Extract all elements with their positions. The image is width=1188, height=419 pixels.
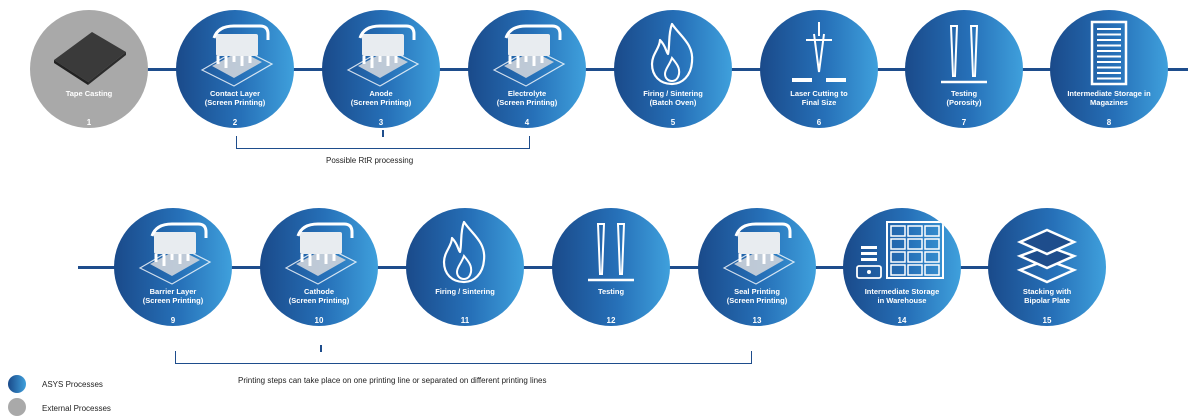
process-step-number: 7	[961, 118, 967, 127]
legend-external-label: External Processes	[42, 404, 111, 413]
process-step-number: 15	[1042, 316, 1052, 325]
screen-printer-icon	[698, 216, 816, 288]
rtr-bracket-tick	[382, 130, 384, 137]
process-step-number: 5	[670, 118, 676, 127]
process-step-label: Cathode (Screen Printing)	[288, 287, 350, 305]
warehouse-icon	[843, 216, 961, 288]
process-step-number: 8	[1106, 118, 1112, 127]
legend-asys-swatch	[8, 375, 26, 393]
printing-caption: Printing steps can take place on one pri…	[238, 376, 547, 385]
process-step-10: Cathode (Screen Printing) 10	[260, 208, 378, 326]
screen-printer-icon	[176, 18, 294, 90]
process-step-number: 10	[314, 316, 324, 325]
process-step-label: Laser Cutting to Final Size	[790, 89, 848, 107]
magazine-icon	[1050, 18, 1168, 90]
printing-bracket-tick	[320, 345, 322, 352]
process-step-label: Contact Layer (Screen Printing)	[204, 89, 266, 107]
probe-icon	[905, 18, 1023, 90]
process-step-label: Seal Printing (Screen Printing)	[726, 287, 788, 305]
process-step-label: Testing (Porosity)	[946, 89, 982, 107]
screen-printer-icon	[468, 18, 586, 90]
process-step-label: Anode (Screen Printing)	[350, 89, 412, 107]
process-step-number: 1	[86, 118, 92, 127]
process-step-label: Firing / Sintering (Batch Oven)	[643, 89, 703, 107]
printing-bracket	[175, 351, 752, 364]
rtr-bracket	[236, 136, 530, 149]
process-step-label: Stacking with Bipolar Plate	[1022, 287, 1072, 305]
process-step-number: 14	[897, 316, 907, 325]
process-step-label: Firing / Sintering	[435, 287, 495, 296]
process-step-13: Seal Printing (Screen Printing) 13	[698, 208, 816, 326]
rtr-caption: Possible RtR processing	[326, 156, 414, 165]
tape-sheet-icon	[30, 18, 148, 90]
process-step-2: Contact Layer (Screen Printing) 2	[176, 10, 294, 128]
process-step-7: Testing (Porosity) 7	[905, 10, 1023, 128]
process-step-number: 12	[606, 316, 616, 325]
process-step-number: 3	[378, 118, 384, 127]
process-step-label: Tape Casting	[65, 89, 113, 98]
flame-icon	[614, 18, 732, 90]
legend-asys-label: ASYS Processes	[42, 380, 103, 389]
process-step-4: Electrolyte (Screen Printing) 4	[468, 10, 586, 128]
process-step-number: 11	[460, 316, 470, 325]
probe-icon	[552, 216, 670, 288]
process-step-3: Anode (Screen Printing) 3	[322, 10, 440, 128]
process-step-8: Intermediate Storage in Magazines 8	[1050, 10, 1168, 128]
stack-icon	[988, 216, 1106, 288]
process-step-label: Intermediate Storage in Warehouse	[864, 287, 940, 305]
process-step-12: Testing 12	[552, 208, 670, 326]
process-step-number: 9	[170, 316, 176, 325]
process-step-1: Tape Casting 1	[30, 10, 148, 128]
process-step-number: 2	[232, 118, 238, 127]
process-step-label: Testing	[597, 287, 625, 296]
process-step-14: Intermediate Storage in Warehouse 14	[843, 208, 961, 326]
process-step-15: Stacking with Bipolar Plate 15	[988, 208, 1106, 326]
process-step-label: Intermediate Storage in Magazines	[1067, 89, 1151, 107]
process-step-9: Barrier Layer (Screen Printing) 9	[114, 208, 232, 326]
process-step-number: 13	[752, 316, 762, 325]
process-step-5: Firing / Sintering (Batch Oven) 5	[614, 10, 732, 128]
flame-icon	[406, 216, 524, 288]
process-step-label: Barrier Layer (Screen Printing)	[142, 287, 204, 305]
process-step-11: Firing / Sintering 11	[406, 208, 524, 326]
screen-printer-icon	[260, 216, 378, 288]
process-step-label: Electrolyte (Screen Printing)	[496, 89, 558, 107]
screen-printer-icon	[322, 18, 440, 90]
laser-icon	[760, 18, 878, 90]
legend-external-swatch	[8, 398, 26, 416]
process-step-number: 4	[524, 118, 530, 127]
process-step-number: 6	[816, 118, 822, 127]
process-step-6: Laser Cutting to Final Size 6	[760, 10, 878, 128]
screen-printer-icon	[114, 216, 232, 288]
